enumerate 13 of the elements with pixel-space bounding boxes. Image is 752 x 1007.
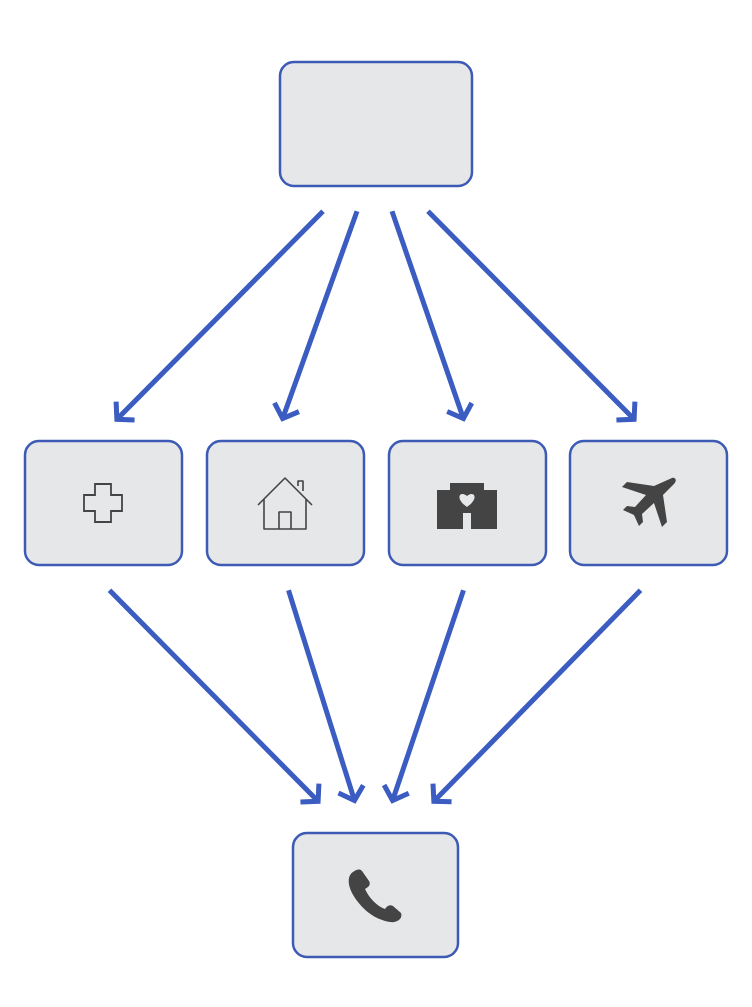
- arrow: [107, 588, 322, 805]
- icon-box: [291, 831, 460, 959]
- icon-box: [568, 439, 729, 567]
- arrow: [426, 209, 638, 423]
- icon-box: [23, 439, 184, 567]
- arrow: [381, 589, 466, 804]
- arrow: [286, 589, 366, 804]
- arrow: [272, 210, 360, 422]
- arrow: [389, 210, 474, 422]
- arrow: [430, 588, 643, 805]
- icon-box: [205, 439, 366, 567]
- icon-box: [278, 60, 474, 188]
- arrow: [113, 209, 325, 423]
